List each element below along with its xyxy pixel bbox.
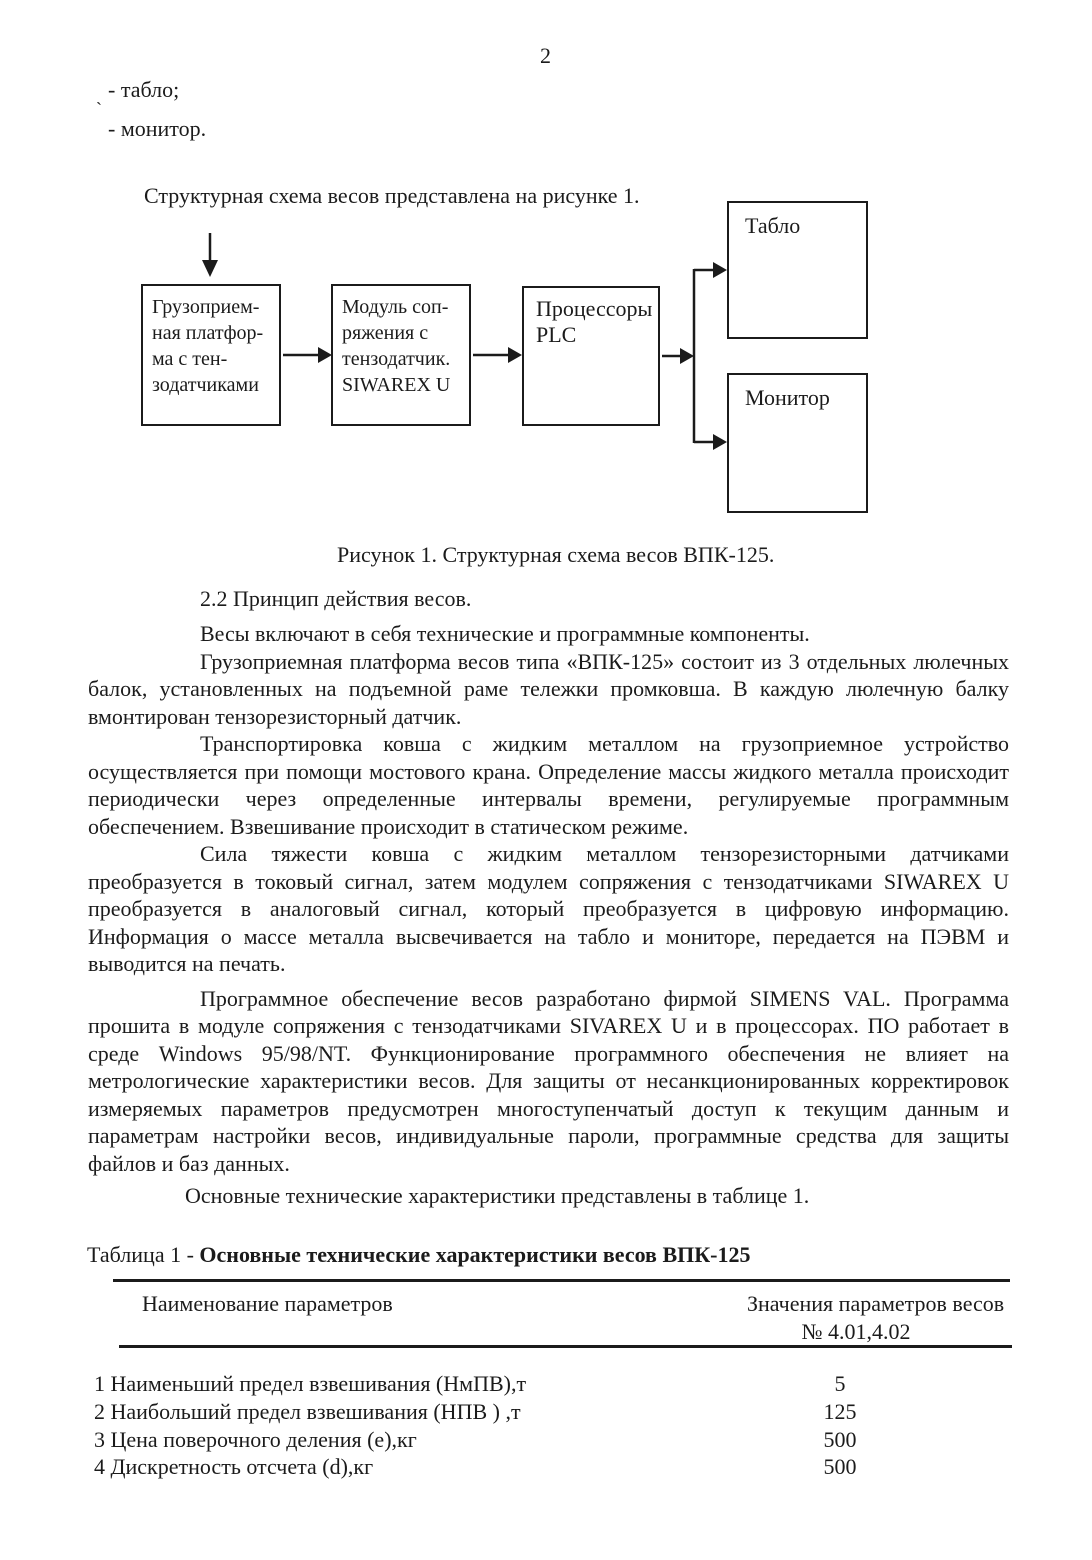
page-number: 2 — [540, 43, 551, 68]
diagram-box-monitor: Монитор — [727, 373, 868, 513]
paragraph-components: Весы включают в себя технические и прогр… — [200, 621, 810, 646]
table-top-rule — [113, 1279, 1010, 1282]
diagram-box-plc-processors: Процессоры PLC — [522, 286, 660, 426]
table-title-prefix: Таблица 1 - — [87, 1242, 200, 1267]
row-name: 2 Наибольший предел взвешивания (НПВ ) ,… — [94, 1399, 521, 1424]
table-title-bold: Основные технические характеристики весо… — [199, 1242, 751, 1267]
table-row: 3 Цена поверочного деления (е),кг 500 — [94, 1426, 1010, 1454]
row-value: 5 — [834, 1371, 846, 1396]
row-value: 500 — [823, 1454, 857, 1479]
table-header-value: Значения параметров весов — [747, 1291, 1005, 1316]
paragraph-signal: Сила тяжести ковша с жидким металлом тен… — [88, 841, 1009, 976]
row-value: 500 — [823, 1427, 857, 1452]
table-title: Таблица 1 - Основные технические характе… — [87, 1241, 751, 1269]
diagram-box-tablo: Табло — [727, 201, 868, 339]
table-header-scale-number: № 4.01,4.02 — [801, 1319, 911, 1344]
figure-caption: Рисунок 1. Структурная схема весов ВПК-1… — [337, 542, 775, 567]
paragraph-table-ref: Основные технические характеристики пред… — [185, 1183, 810, 1208]
row-name: 3 Цена поверочного деления (е),кг — [94, 1427, 417, 1452]
intro-line: Структурная схема весов представлена на … — [144, 183, 640, 208]
table-row: 4 Дискретность отсчета (d),кг 500 — [94, 1453, 1010, 1481]
list-item-monitor: - монитор. — [108, 116, 207, 141]
body-text: Весы включают в себя технические и прогр… — [88, 620, 1009, 1210]
row-name: 1 Наименьший предел взвешивания (НмПВ),т — [94, 1371, 527, 1396]
paragraph-transport: Транспортировка ковша с жидким металлом … — [88, 731, 1009, 839]
paragraph-platform: Грузоприемная платформа весов типа «ВПК-… — [88, 648, 1009, 729]
row-name: 4 Дискретность отсчета (d),кг — [94, 1454, 374, 1479]
table-row: 2 Наибольший предел взвешивания (НПВ ) ,… — [94, 1398, 1010, 1426]
paragraph-software: Программное обеспечение весов разработан… — [88, 985, 1009, 1176]
section-heading: 2.2 Принцип действия весов. — [200, 586, 472, 611]
diagram-box-siwarex-module: Модуль соп- ряжения с тензодатчик. SIWAR… — [331, 284, 471, 426]
stray-scan-mark: ˋ — [96, 99, 102, 119]
table-row: 1 Наименьший предел взвешивания (НмПВ),т… — [94, 1370, 1010, 1398]
diagram-box-platform: Грузоприем- ная платфор- ма с тен- зодат… — [141, 284, 281, 426]
list-item-tablo: - табло; — [108, 77, 180, 102]
table-header-rule — [119, 1345, 1012, 1348]
table-header-name: Наименование параметров — [142, 1291, 393, 1316]
row-value: 125 — [823, 1399, 857, 1424]
